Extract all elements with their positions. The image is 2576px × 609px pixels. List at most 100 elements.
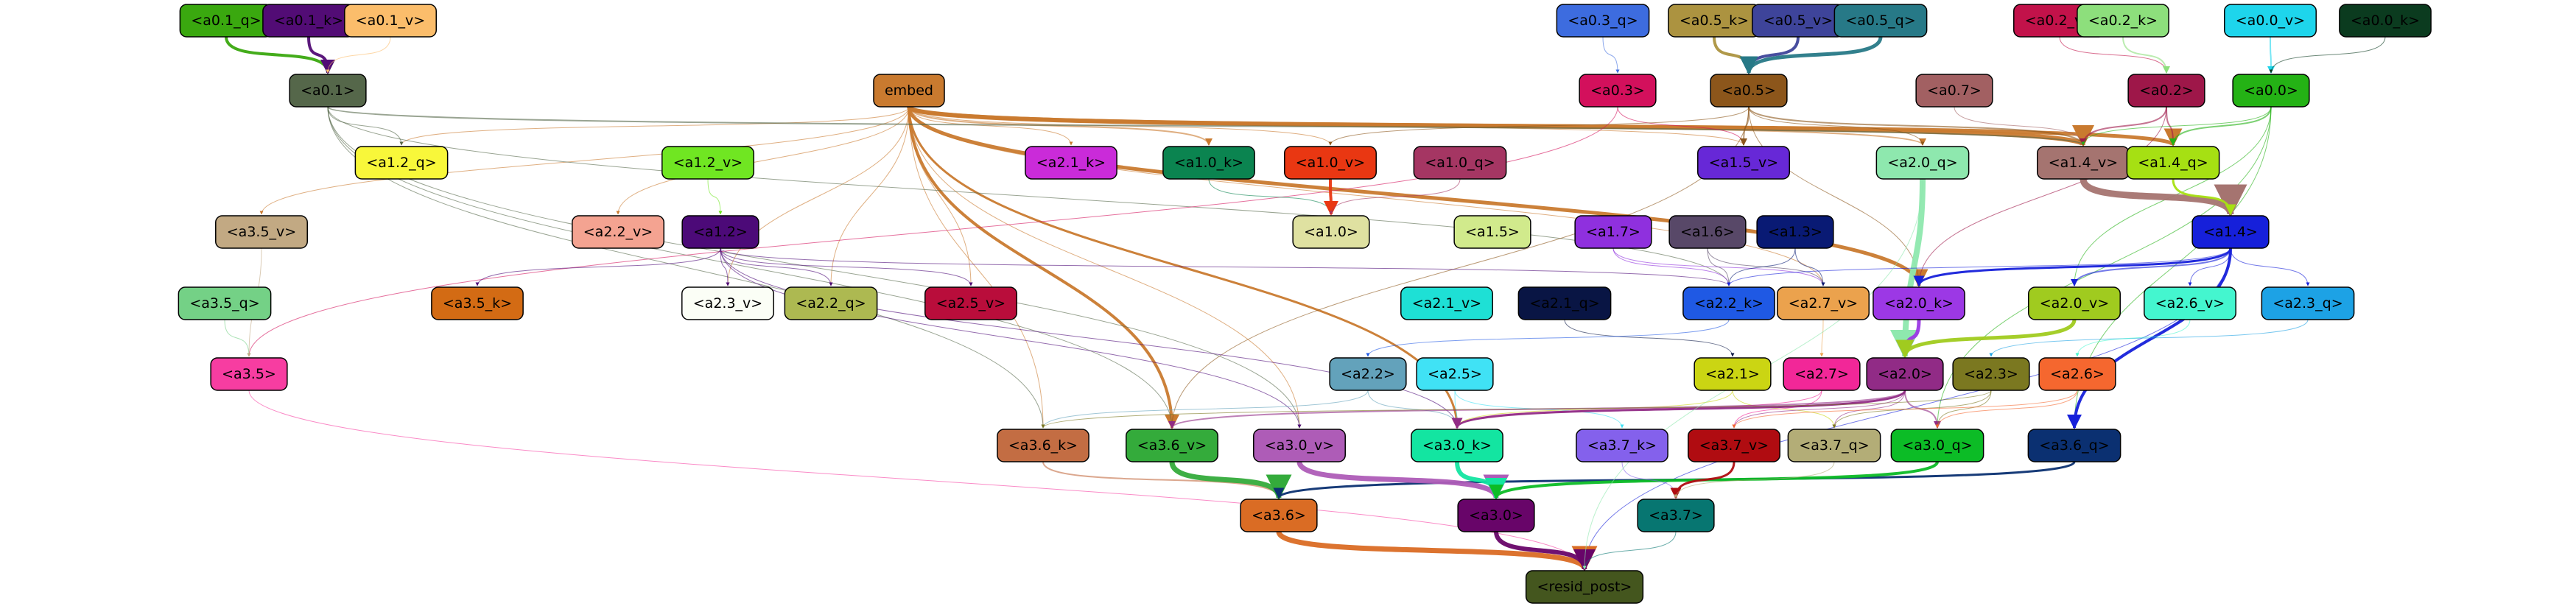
node-box[interactable] xyxy=(572,215,664,249)
node-a1-5[interactable]: <a1.5> xyxy=(1453,215,1531,249)
node-a0-3[interactable]: <a0.3> xyxy=(1579,74,1657,108)
node-a1-2[interactable]: <a1.2> xyxy=(681,215,759,249)
node-a3-5-q[interactable]: <a3.5_q> xyxy=(178,286,272,320)
node-box[interactable] xyxy=(873,74,945,108)
node-a1-0-v[interactable]: <a1.0_v> xyxy=(1284,146,1377,180)
node-a3-6-q[interactable]: <a3.6_q> xyxy=(2027,429,2121,462)
node-box[interactable] xyxy=(1284,146,1377,180)
node-a3-0[interactable]: <a3.0> xyxy=(1457,499,1535,532)
node-box[interactable] xyxy=(1873,286,1965,320)
node-a0-1-k[interactable]: <a0.1_k> xyxy=(262,4,355,38)
node-box[interactable] xyxy=(784,286,878,320)
node-box[interactable] xyxy=(1579,74,1657,108)
node-a3-6[interactable]: <a3.6> xyxy=(1240,499,1318,532)
node-box[interactable] xyxy=(431,286,524,320)
node-a1-0-q[interactable]: <a1.0_q> xyxy=(1413,146,1507,180)
node-box[interactable] xyxy=(1025,146,1117,180)
node-a0-0[interactable]: <a0.0> xyxy=(2232,74,2310,108)
node-a3-0-k[interactable]: <a3.0_k> xyxy=(1411,429,1503,462)
node-a2-1[interactable]: <a2.1> xyxy=(1694,357,1772,391)
node-a1-4[interactable]: <a1.4> xyxy=(2191,215,2270,249)
node-box[interactable] xyxy=(661,146,754,180)
node-a0-1-q[interactable]: <a0.1_q> xyxy=(179,4,273,38)
node-a3-5-v[interactable]: <a3.5_v> xyxy=(215,215,308,249)
node-box[interactable] xyxy=(1875,146,1970,180)
node-a0-0-v[interactable]: <a0.0_v> xyxy=(2224,4,2317,38)
node-box[interactable] xyxy=(1787,429,1881,462)
node-box[interactable] xyxy=(1574,215,1652,249)
node-box[interactable] xyxy=(1453,215,1531,249)
node-box[interactable] xyxy=(1952,357,2030,391)
node-box[interactable] xyxy=(997,429,1089,462)
node-a1-2-v[interactable]: <a1.2_v> xyxy=(661,146,754,180)
node-a0-3-q[interactable]: <a0.3_q> xyxy=(1556,4,1650,38)
node-a1-6[interactable]: <a1.6> xyxy=(1668,215,1747,249)
node-box[interactable] xyxy=(1694,357,1772,391)
node-a1-7[interactable]: <a1.7> xyxy=(1574,215,1652,249)
node-box[interactable] xyxy=(215,215,308,249)
node-box[interactable] xyxy=(2038,357,2116,391)
node-box[interactable] xyxy=(2261,286,2355,320)
node-a1-0[interactable]: <a1.0> xyxy=(1292,215,1370,249)
node-box[interactable] xyxy=(1783,357,1861,391)
node-box[interactable] xyxy=(1411,429,1503,462)
node-box[interactable] xyxy=(2224,4,2317,38)
node-a1-2-q[interactable]: <a1.2_q> xyxy=(354,146,449,180)
node-box[interactable] xyxy=(1556,4,1650,38)
node-box[interactable] xyxy=(1457,499,1535,532)
node-a3-5-k[interactable]: <a3.5_k> xyxy=(431,286,524,320)
node-box[interactable] xyxy=(1710,74,1788,108)
node-a0-1-v[interactable]: <a0.1_v> xyxy=(344,4,437,38)
node-box[interactable] xyxy=(2027,429,2121,462)
node-box[interactable] xyxy=(1517,286,1612,320)
node-a2-0[interactable]: <a2.0> xyxy=(1866,357,1944,391)
node-a1-5-v[interactable]: <a1.5_v> xyxy=(1697,146,1790,180)
node-a2-1-v[interactable]: <a2.1_v> xyxy=(1400,286,1493,320)
node-a2-3-q[interactable]: <a2.3_q> xyxy=(2261,286,2355,320)
node-a2-1-q[interactable]: <a2.1_q> xyxy=(1517,286,1612,320)
node-a3-7-k[interactable]: <a3.7_k> xyxy=(1576,429,1668,462)
node-box[interactable] xyxy=(1637,499,1715,532)
node-a3-6-k[interactable]: <a3.6_k> xyxy=(997,429,1089,462)
node-a0-5-q[interactable]: <a0.5_q> xyxy=(1833,4,1928,38)
node-box[interactable] xyxy=(1413,146,1507,180)
node-box[interactable] xyxy=(1329,357,1407,391)
node-box[interactable] xyxy=(1576,429,1668,462)
node-box[interactable] xyxy=(1400,286,1493,320)
node-resid-post[interactable]: <resid_post> xyxy=(1525,570,1644,604)
node-box[interactable] xyxy=(2127,74,2205,108)
node-a0-5-k[interactable]: <a0.5_k> xyxy=(1668,4,1761,38)
node-box[interactable] xyxy=(2144,286,2236,320)
node-a2-3-v[interactable]: <a2.3_v> xyxy=(681,286,774,320)
node-box[interactable] xyxy=(681,215,759,249)
node-a0-5-v[interactable]: <a0.5_v> xyxy=(1752,4,1845,38)
node-a3-7-q[interactable]: <a3.7_q> xyxy=(1787,429,1881,462)
node-a0-5[interactable]: <a0.5> xyxy=(1710,74,1788,108)
node-embed[interactable]: embed xyxy=(873,74,945,108)
node-a2-5-v[interactable]: <a2.5_v> xyxy=(924,286,1017,320)
node-box[interactable] xyxy=(2126,146,2220,180)
node-a2-5[interactable]: <a2.5> xyxy=(1416,357,1494,391)
node-box[interactable] xyxy=(1890,429,1984,462)
node-box[interactable] xyxy=(1240,499,1318,532)
node-a2-2[interactable]: <a2.2> xyxy=(1329,357,1407,391)
node-box[interactable] xyxy=(924,286,1017,320)
node-a3-6-v[interactable]: <a3.6_v> xyxy=(1126,429,1218,462)
node-box[interactable] xyxy=(1756,215,1834,249)
node-a2-0-q[interactable]: <a2.0_q> xyxy=(1875,146,1970,180)
node-a2-6-v[interactable]: <a2.6_v> xyxy=(2144,286,2236,320)
node-a2-0-k[interactable]: <a2.0_k> xyxy=(1873,286,1965,320)
node-a2-2-v[interactable]: <a2.2_v> xyxy=(572,215,664,249)
node-box[interactable] xyxy=(2232,74,2310,108)
node-a3-7-v[interactable]: <a3.7_v> xyxy=(1688,429,1780,462)
node-box[interactable] xyxy=(210,357,288,391)
node-a0-2-k[interactable]: <a0.2_k> xyxy=(2077,4,2169,38)
node-box[interactable] xyxy=(1253,429,1346,462)
node-box[interactable] xyxy=(1915,74,1993,108)
node-a0-7[interactable]: <a0.7> xyxy=(1915,74,1993,108)
node-box[interactable] xyxy=(1682,286,1775,320)
node-box[interactable] xyxy=(1668,215,1747,249)
node-box[interactable] xyxy=(1126,429,1218,462)
node-box[interactable] xyxy=(1292,215,1370,249)
node-a0-2[interactable]: <a0.2> xyxy=(2127,74,2205,108)
